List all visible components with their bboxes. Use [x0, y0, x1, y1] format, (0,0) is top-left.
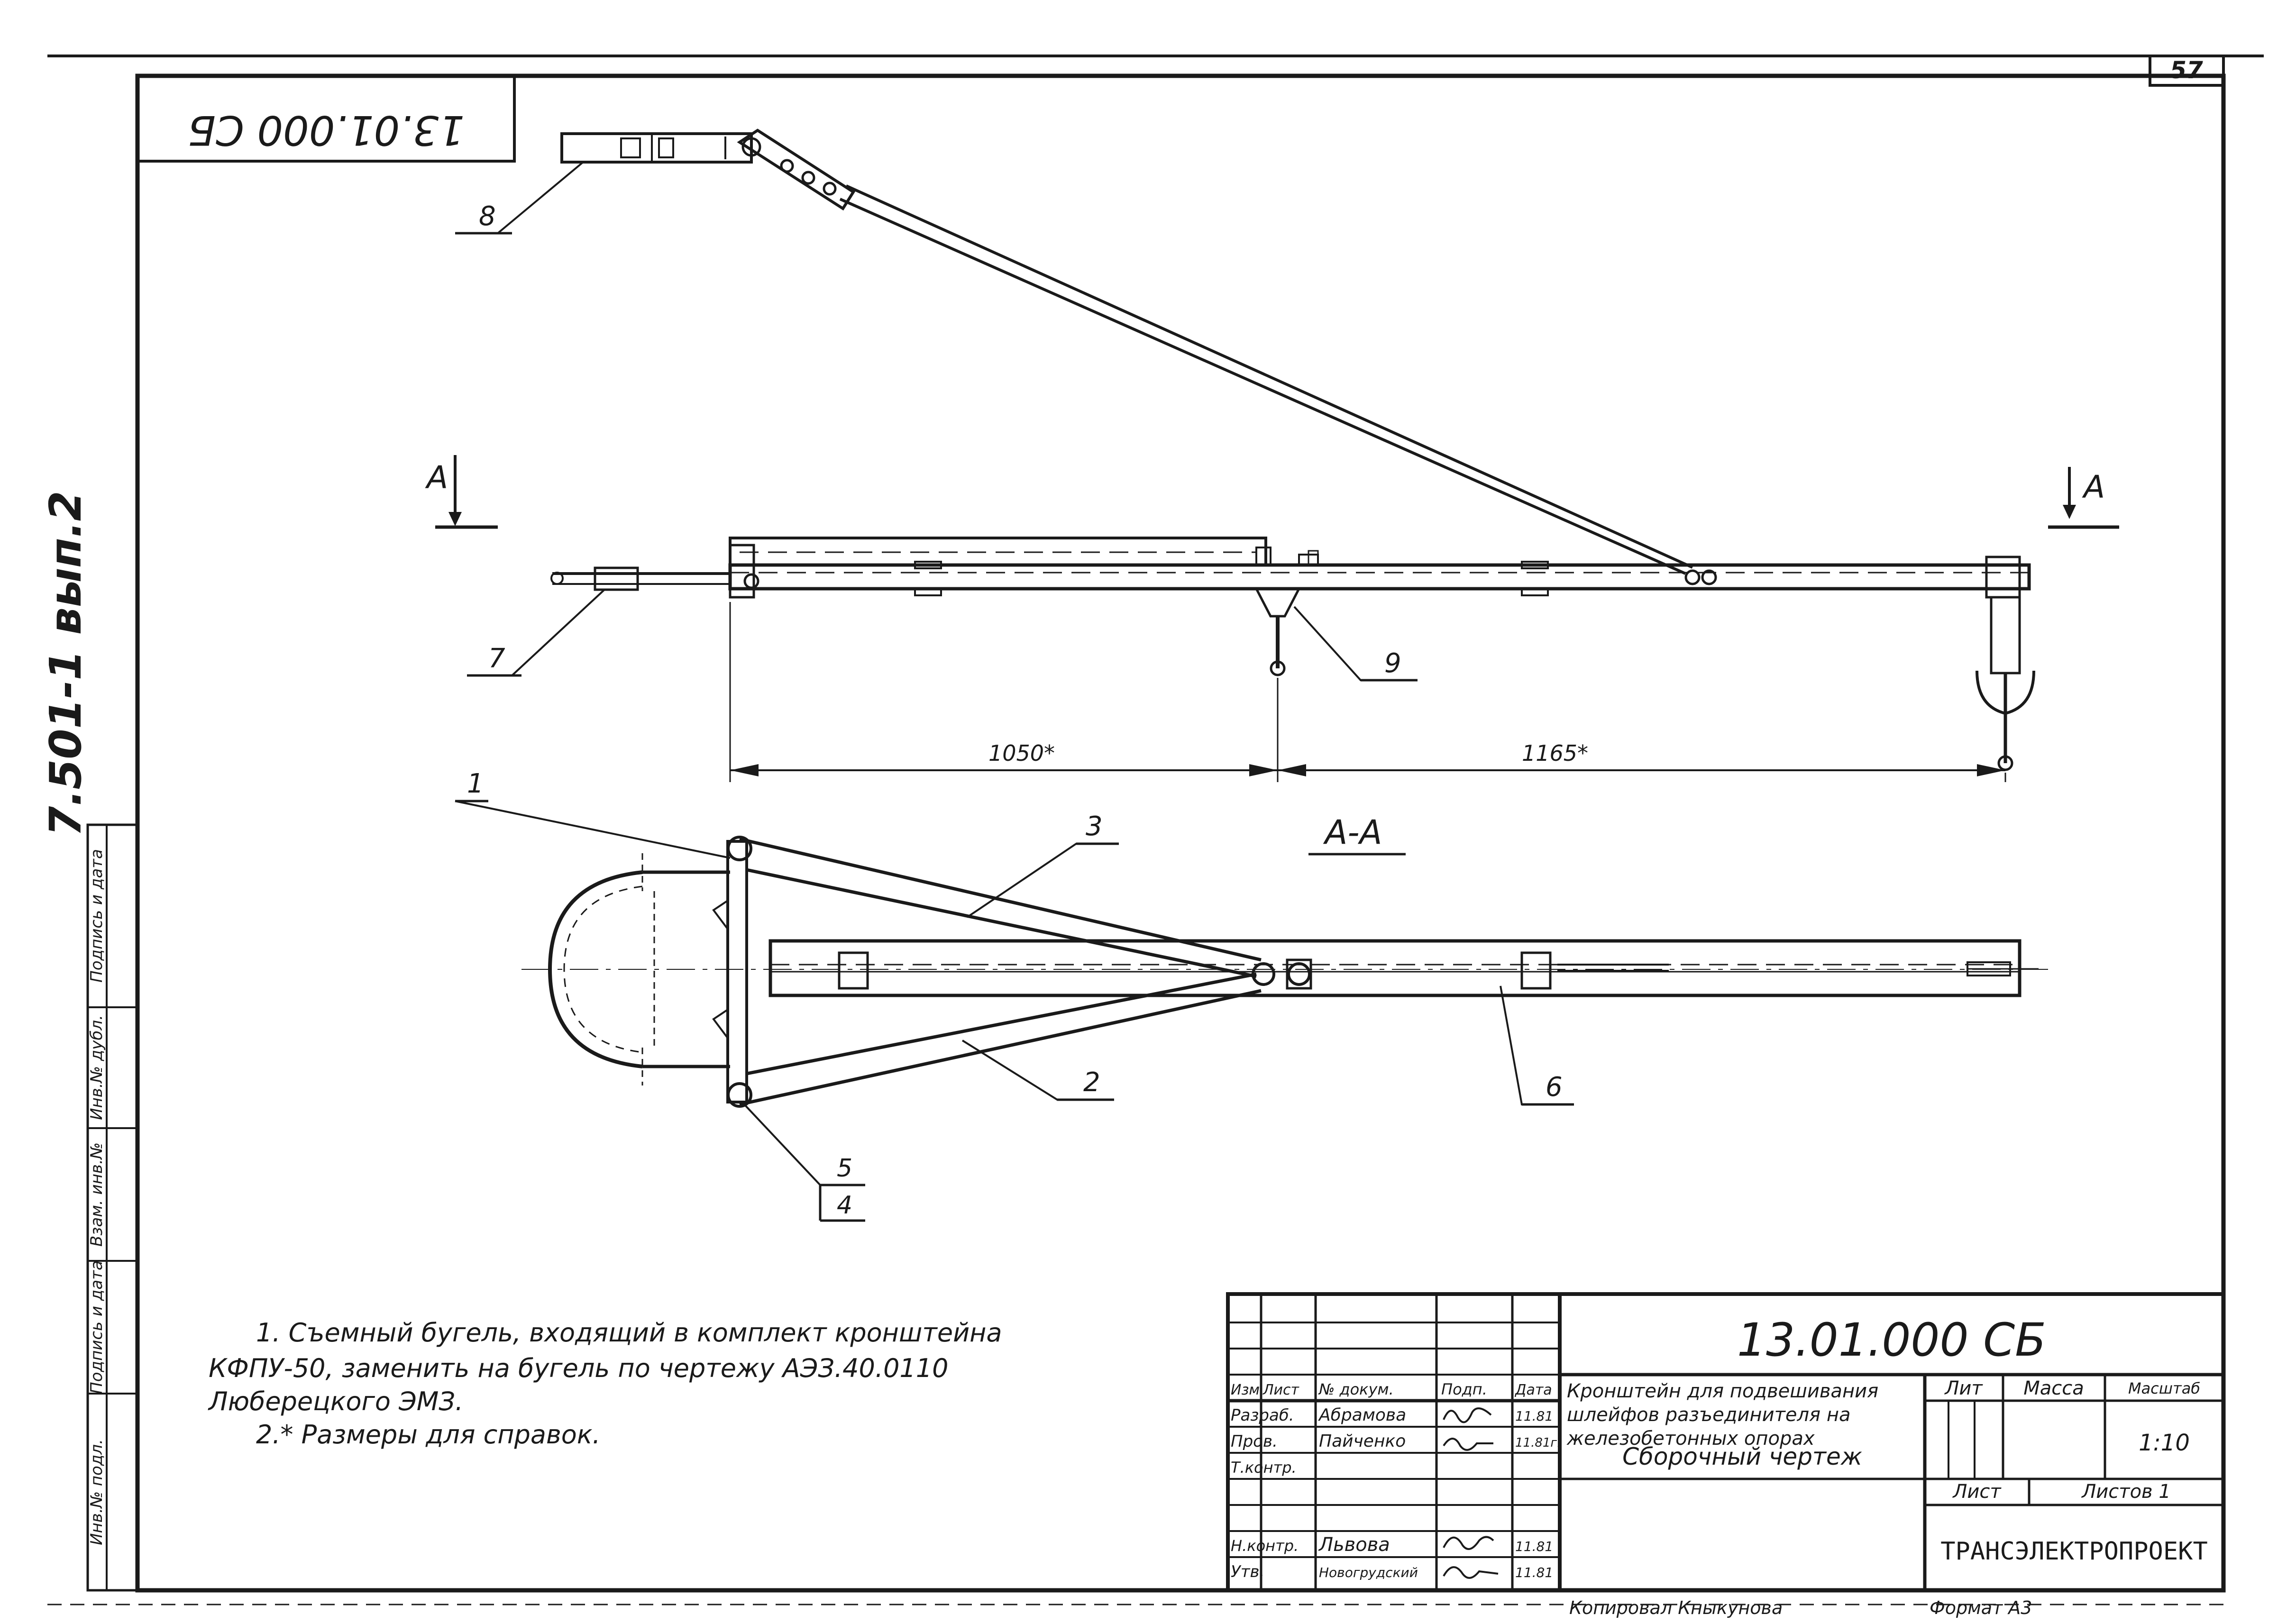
- tb-col-sign: Подп.: [1441, 1380, 1487, 1398]
- tb-doc-type: Сборочный чертеж: [1622, 1443, 1862, 1470]
- tb-sheet-label: Лист: [1952, 1481, 2002, 1503]
- callout-1: 1: [467, 768, 484, 799]
- callout-7: 7: [488, 643, 505, 674]
- tb-date-4: 11.81: [1515, 1539, 1553, 1554]
- tb-org: ТРАНСЭЛЕКТРОПРОЕКТ: [1940, 1537, 2208, 1566]
- margin-stamp-field-2: Подпись и дата: [87, 1260, 106, 1394]
- callout-3: 3: [1086, 811, 1103, 842]
- section-marks: [435, 455, 2119, 529]
- margin-stamp-field-1: Инв.№ подл.: [87, 1439, 106, 1545]
- margin-stamp-field-3: Взам. инв.№: [87, 1142, 106, 1247]
- tb-date-1: 11.81г.: [1515, 1436, 1561, 1450]
- tb-date-0: 11.81: [1515, 1408, 1553, 1424]
- tb-title-line-1: Кронштейн для подвешивания: [1567, 1380, 1878, 1402]
- margin-stamp-field-5: Подпись и дата: [87, 849, 106, 983]
- leader-lines: [455, 161, 1574, 1222]
- tb-role-0: Разраб.: [1231, 1406, 1294, 1425]
- callout-5: 5: [837, 1154, 852, 1183]
- note-line-3: Люберецкого ЭМЗ.: [208, 1386, 463, 1416]
- dimension-1165: 1165*: [1522, 740, 1588, 766]
- dimension-lines: [729, 602, 2006, 782]
- section-view: [521, 836, 2048, 1108]
- signatures: [1443, 1407, 1499, 1579]
- tb-mass-label: Масса: [2023, 1377, 2084, 1399]
- tb-scale: 1:10: [2139, 1430, 2190, 1456]
- tb-date-5: 11.81: [1515, 1565, 1553, 1580]
- section-title: А-А: [1323, 813, 1382, 852]
- section-mark-left: А: [425, 459, 448, 496]
- tb-role-4: Н.контр.: [1231, 1537, 1299, 1555]
- section-mark-right: А: [2082, 469, 2105, 505]
- tb-format: Формат А3: [1930, 1597, 2032, 1618]
- tb-name-5: Новогрудский: [1319, 1565, 1418, 1580]
- tb-title-line-3: железобетонных опорах: [1566, 1428, 1815, 1450]
- callout-8: 8: [479, 201, 496, 232]
- tb-role-5: Утв.: [1231, 1562, 1264, 1581]
- tb-title-line-2: шлейфов разъединителя на: [1567, 1404, 1851, 1426]
- callout-6: 6: [1546, 1072, 1563, 1103]
- margin-stamp: [86, 823, 139, 1592]
- tb-col-izm: Изм.: [1231, 1382, 1264, 1398]
- tb-name-4: Львова: [1318, 1534, 1390, 1556]
- tb-col-list: Лист: [1262, 1382, 1300, 1398]
- tb-sheets-label: Листов 1: [2081, 1481, 2171, 1503]
- series-designation: 7.501-1 вып.2: [40, 491, 91, 836]
- tb-role-2: Т.контр.: [1231, 1459, 1297, 1477]
- tb-name-1: Пайченко: [1319, 1432, 1406, 1451]
- corner-code: 13.01.000 СБ: [188, 106, 465, 154]
- tb-designation: 13.01.000 СБ: [1737, 1313, 2046, 1367]
- notes: 1. Съемный бугель, входящий в комплект к…: [208, 1318, 1002, 1450]
- tb-scale-label: Масштаб: [2128, 1379, 2200, 1397]
- callout-2: 2: [1083, 1067, 1100, 1098]
- note-line-1: 1. Съемный бугель, входящий в комплект к…: [256, 1318, 1002, 1348]
- note-line-2: КФПУ-50, заменить на бугель по чертежу А…: [209, 1353, 949, 1383]
- margin-stamp-field-4: Инв.№ дубл.: [87, 1015, 106, 1120]
- callout-9: 9: [1384, 648, 1401, 679]
- title-block: [1226, 1292, 2225, 1592]
- note-line-4: 2.* Размеры для справок.: [256, 1420, 601, 1450]
- tb-role-1: Пров.: [1231, 1432, 1278, 1451]
- tb-name-0: Абрамова: [1318, 1405, 1406, 1425]
- tb-col-date: Дата: [1514, 1382, 1552, 1398]
- tb-copied: Копировал Кныкунова: [1569, 1597, 1783, 1618]
- callout-4: 4: [837, 1191, 852, 1220]
- tb-col-doc: № докум.: [1318, 1380, 1394, 1398]
- front-view: [550, 128, 2035, 771]
- dimension-1050: 1050*: [988, 740, 1055, 766]
- tb-lit-label: Лит: [1944, 1377, 1983, 1399]
- page-number: 57: [2170, 56, 2203, 84]
